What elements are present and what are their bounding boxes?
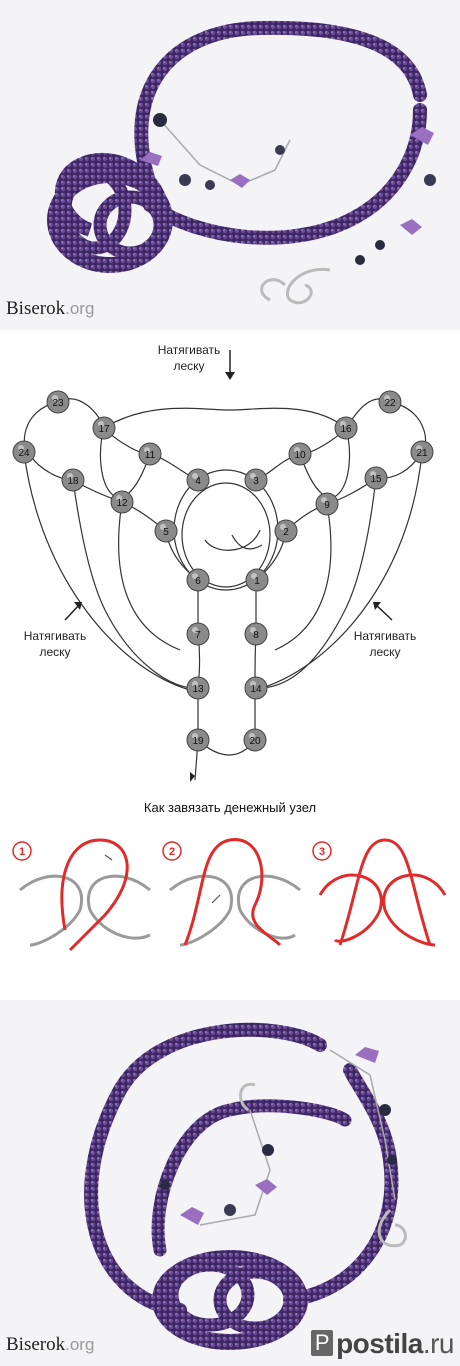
bead-label-8: 8 [253, 630, 259, 641]
bead-label-16: 16 [340, 424, 352, 435]
bead-label-12: 12 [116, 498, 128, 509]
bead-label-15: 15 [370, 474, 382, 485]
bead-label-7: 7 [195, 630, 201, 641]
bead-highlight-10 [294, 447, 300, 453]
watermark-name: Biserok [6, 298, 66, 319]
pull-right-line1: Натягивать [353, 629, 417, 643]
bead-label-17: 17 [98, 424, 110, 435]
brand-logo-icon: P [310, 1330, 334, 1356]
bead-highlight-11 [144, 447, 150, 453]
bead-label-24: 24 [18, 448, 30, 459]
bead-highlight-2 [280, 524, 286, 530]
brand-name: postila [336, 1328, 423, 1359]
bead-label-14: 14 [250, 684, 262, 695]
bead-highlight-12 [116, 495, 122, 501]
brand-tld: .ru [422, 1328, 455, 1359]
watermark-name-bottom: Biserok [6, 1334, 66, 1355]
bead-label-23: 23 [52, 398, 64, 409]
bead-highlight-20 [249, 733, 255, 739]
pull-right-line2: леску [369, 645, 401, 659]
bead-highlight-17 [98, 421, 104, 427]
pull-top-line1: Натягивать [157, 343, 221, 357]
bead-highlight-5 [160, 524, 166, 530]
bead-highlight-16 [340, 421, 346, 427]
bead-label-11: 11 [145, 450, 156, 461]
bead-label-4: 4 [195, 476, 201, 487]
bead-label-21: 21 [416, 448, 428, 459]
bead-highlight-4 [192, 473, 198, 479]
bead-highlight-3 [250, 473, 256, 479]
pull-left-line1: Натягивать [23, 629, 87, 643]
bead-highlight-21 [416, 445, 422, 451]
watermark-bottom: Biserok.org [6, 1334, 94, 1356]
necklace-illustration-bottom [84, 1022, 407, 1350]
pull-label-right: Натягивать леску [340, 628, 430, 660]
bead-label-5: 5 [163, 527, 169, 538]
necklace-illustration-top [47, 20, 436, 305]
bead-highlight-14 [250, 681, 256, 687]
watermark-top: Biserok.org [6, 298, 94, 320]
bead-highlight-22 [384, 395, 390, 401]
pull-top-line2: леску [173, 359, 205, 373]
bead-highlight-9 [321, 497, 327, 503]
bead-label-2: 2 [283, 527, 289, 538]
watermark-tld-bottom: .org [65, 1335, 95, 1354]
bead-label-9: 9 [324, 500, 330, 511]
bead-label-6: 6 [195, 576, 201, 587]
bead-label-20: 20 [249, 736, 261, 747]
pull-left-line2: леску [39, 645, 71, 659]
bead-label-22: 22 [384, 398, 396, 409]
watermark-tld: .org [65, 299, 95, 318]
bead-label-13: 13 [192, 684, 204, 695]
pull-label-top: Натягивать леску [148, 342, 230, 374]
bead-label-19: 19 [192, 736, 204, 747]
bead-label-1: 1 [254, 576, 260, 587]
necklace-photo-top: Biserok.org [0, 0, 460, 330]
bead-label-3: 3 [253, 476, 259, 487]
bead-highlight-8 [250, 627, 256, 633]
bead-highlight-1 [251, 573, 257, 579]
bead-highlight-13 [192, 681, 198, 687]
bead-highlight-7 [192, 627, 198, 633]
bead-label-10: 10 [294, 450, 306, 461]
bead-highlight-24 [18, 445, 24, 451]
bead-highlight-6 [192, 573, 198, 579]
pull-label-left: Натягивать леску [10, 628, 100, 660]
bead-highlight-18 [67, 473, 73, 479]
knot-title: Как завязать денежный узел [143, 800, 317, 815]
bead-highlight-23 [52, 395, 58, 401]
bead-label-18: 18 [67, 476, 79, 487]
bead-highlight-15 [370, 471, 376, 477]
bead-highlight-19 [192, 733, 198, 739]
